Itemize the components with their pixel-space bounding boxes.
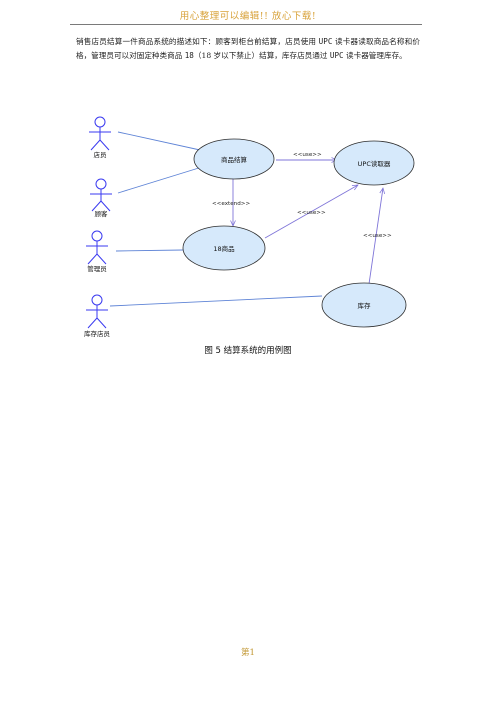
- para-upc-1: UPC: [318, 37, 333, 46]
- dep-item18-upc: [264, 185, 358, 239]
- para-text-1: 销售店员结算一件商品系统的描述如下：顾客到柜台前结算，店员使用: [76, 37, 317, 46]
- label-use-3: <<use>>: [363, 233, 392, 239]
- para-text-2: 读卡器读取商品名称和价格，管理员可以对固定种类商品: [76, 37, 421, 60]
- usecase-upc-reader: UPC读取器: [333, 140, 415, 186]
- assoc-customer-checkout: [117, 166, 203, 194]
- page-number: 第1: [241, 648, 255, 658]
- actor-customer: [90, 178, 112, 212]
- para-upc-2: UPC: [329, 51, 344, 60]
- usecase-upc-reader-label: UPC读取器: [358, 159, 391, 168]
- para-text-4: 读卡器管理库存。: [346, 51, 407, 60]
- usecase-item18-label: 18商品: [213, 244, 234, 253]
- figure-caption: 图 5 结算系统的用例图: [204, 345, 291, 356]
- usecase-checkout: 商品结算: [193, 138, 275, 180]
- actor-stock-clerk-label: 库存店员: [84, 329, 111, 338]
- assoc-clerk-checkout: [117, 131, 201, 151]
- description-paragraph: 销售店员结算一件商品系统的描述如下：顾客到柜台前结算，店员使用 UPC 读卡器读…: [76, 35, 420, 63]
- usecase-inventory: 库存: [321, 282, 407, 328]
- usecase-item18: 18商品: [182, 225, 266, 271]
- actor-clerk: [89, 116, 111, 151]
- label-use-1: <<use>>: [293, 152, 322, 158]
- usecase-checkout-label: 商品结算: [221, 155, 248, 164]
- actor-admin: [86, 230, 108, 265]
- actor-admin-label: 管理员: [87, 264, 107, 273]
- actor-clerk-label: 店员: [94, 150, 108, 159]
- para-18: 18: [184, 51, 194, 60]
- para-text-3: （18 岁以下禁止）结算，库存店员通过: [193, 51, 328, 60]
- actor-customer-label: 顾客: [95, 209, 109, 218]
- assoc-stock-inventory: [109, 295, 323, 307]
- actor-stock-clerk: [86, 294, 108, 329]
- page-header: 用心整理可以编辑!! 放心下载!: [179, 11, 317, 22]
- label-use-2: <<use>>: [297, 210, 326, 216]
- dep-inventory-upc: [368, 188, 383, 285]
- label-extend: <<extend>>: [212, 201, 250, 207]
- usecase-inventory-label: 库存: [358, 301, 372, 310]
- header-divider: [70, 24, 422, 25]
- assoc-admin-item18: [115, 249, 184, 252]
